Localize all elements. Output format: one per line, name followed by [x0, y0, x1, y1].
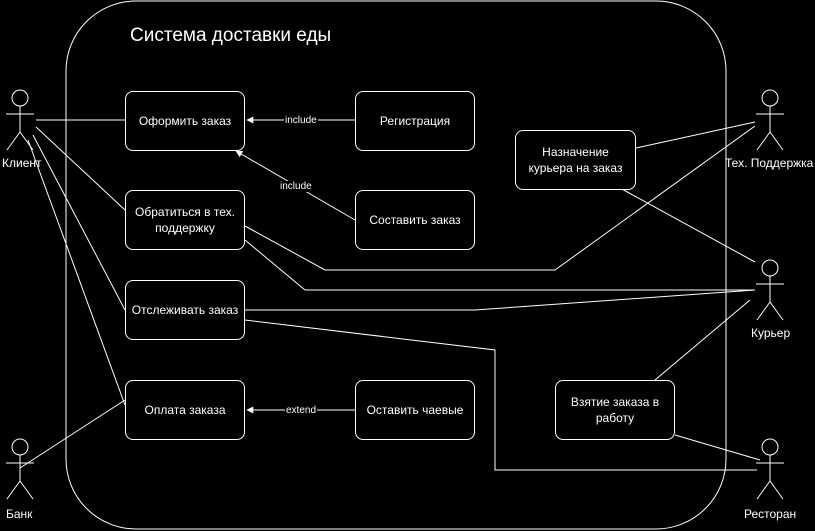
- actor-client-figure: [6, 89, 34, 151]
- associations: [19, 119, 761, 471]
- use-case-leave-tip[interactable]: Оставить чаевые: [355, 380, 475, 440]
- actor-support-figure: [756, 89, 784, 151]
- assoc-client-track-order: [32, 134, 126, 311]
- use-case-pay-order[interactable]: Оплата заказа: [125, 380, 245, 440]
- assoc-support-contact-support: [244, 125, 756, 271]
- use-case-contact-support[interactable]: Обратиться в тех. поддержку: [125, 190, 245, 250]
- use-case-place-order[interactable]: Оформить заказ: [125, 91, 245, 151]
- extend-label-tip: extend: [285, 405, 318, 416]
- assoc-client-contact-support: [35, 126, 126, 211]
- use-case-compose-order[interactable]: Составить заказ: [355, 190, 475, 250]
- use-case-take-order[interactable]: Взятие заказа в работу: [555, 380, 675, 440]
- assoc-support-assign-courier: [635, 121, 756, 149]
- actor-bank-label: Банк: [6, 507, 33, 521]
- system-boundary: [65, 0, 727, 530]
- use-case-register[interactable]: Регистрация: [355, 91, 475, 151]
- use-case-track-order[interactable]: Отслеживать заказ: [125, 280, 245, 340]
- actor-restaurant-label: Ресторан: [744, 507, 797, 521]
- assoc-client-pay-order: [27, 139, 126, 406]
- assoc-bank-pay-order: [19, 399, 126, 469]
- actor-support-label: Тех. Поддержка: [725, 156, 814, 170]
- actor-courier-label: Курьер: [751, 326, 791, 340]
- assoc-courier-contact-support: [244, 239, 755, 291]
- actor-bank-figure: [6, 438, 34, 500]
- assoc-restaurant-take-order: [674, 434, 761, 461]
- use-case-assign-courier[interactable]: Назначение курьера на заказ: [515, 130, 636, 190]
- system-title: Система доставки еды: [130, 25, 332, 46]
- include-label-register: include: [284, 115, 318, 126]
- assoc-courier-assign-courier: [619, 187, 756, 263]
- assoc-restaurant-track-order: [244, 319, 757, 471]
- actor-restaurant-figure: [756, 438, 784, 500]
- assoc-courier-track-order: [245, 289, 756, 311]
- actor-courier-figure: [756, 259, 784, 321]
- actor-client-label: Клиент: [2, 156, 42, 170]
- assoc-courier-take-order: [654, 299, 751, 381]
- include-label-compose: include: [279, 181, 313, 192]
